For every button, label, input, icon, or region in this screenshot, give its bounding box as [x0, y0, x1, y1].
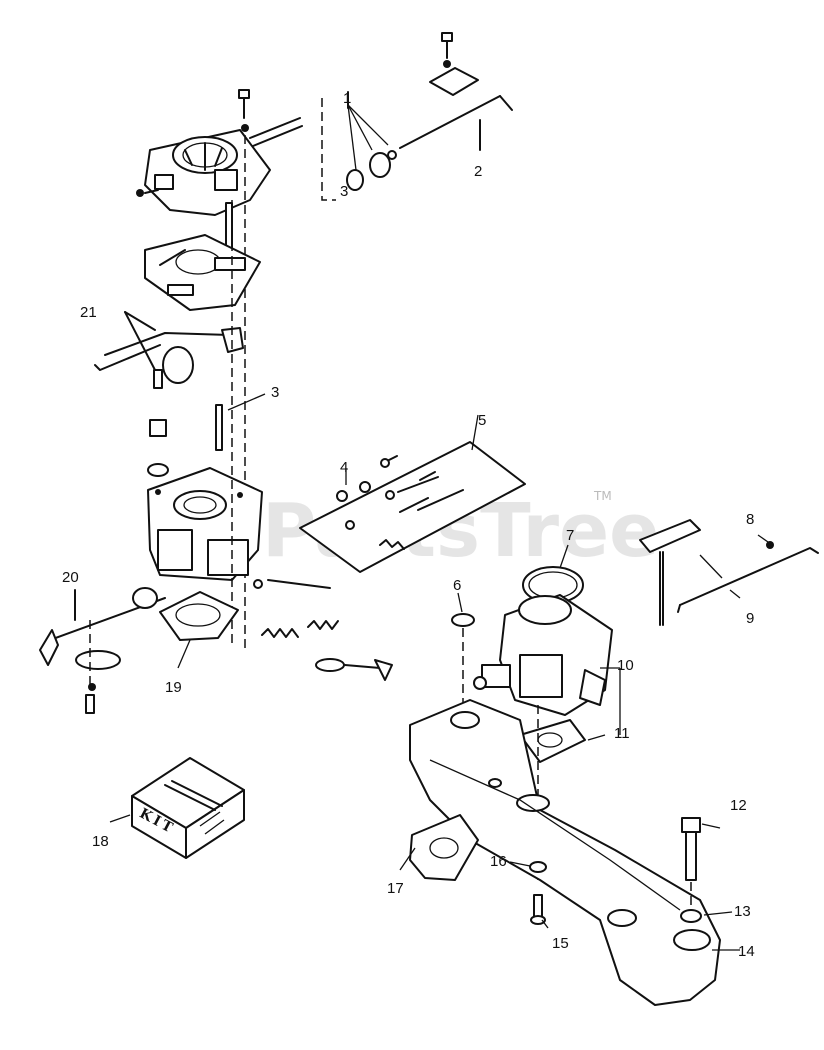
- callout-19: 19: [165, 679, 182, 696]
- manifold-screw: [530, 894, 546, 925]
- callout-16: 16: [490, 853, 507, 870]
- base-gasket: [159, 591, 239, 641]
- repair-kit-panel: [299, 441, 526, 573]
- screw: [238, 89, 250, 650]
- callout-21: 21: [80, 304, 97, 321]
- callout-20: 20: [62, 569, 79, 586]
- callout-9: 9: [746, 610, 754, 627]
- choke-linkage: [346, 32, 513, 191]
- kit-box: KIT: [131, 757, 245, 859]
- callout-13: 13: [734, 903, 751, 920]
- manifold-gasket: [409, 814, 479, 881]
- carburetor-assembly: [473, 566, 613, 716]
- trademark-mark: TM: [593, 489, 612, 503]
- washer: [451, 613, 475, 627]
- callout-15: 15: [552, 935, 569, 952]
- callout-12: 12: [730, 797, 747, 814]
- air-horn: [136, 129, 271, 216]
- callout-11: 11: [614, 725, 630, 742]
- callout-18: 18: [92, 833, 109, 850]
- callout-10: 10: [617, 657, 634, 674]
- throttle-lever: [639, 519, 819, 626]
- callout-4: 4: [340, 459, 348, 476]
- callout-17: 17: [387, 880, 404, 897]
- air-horn-gasket: [144, 234, 261, 311]
- callout-3: 3: [271, 384, 279, 401]
- carburetor-gasket: [519, 719, 586, 763]
- float-assembly: [94, 327, 244, 477]
- callout-1: 1: [343, 90, 351, 107]
- throttle-body: [147, 200, 263, 645]
- manifold-washer: [529, 861, 547, 873]
- callout-7: 7: [566, 527, 574, 544]
- callout-5: 5: [478, 412, 486, 429]
- callout-3-spring: 3: [340, 183, 348, 200]
- callout-2: 2: [474, 163, 482, 180]
- callout-14: 14: [738, 943, 755, 960]
- throttle-shaft: [39, 587, 166, 714]
- manifold-bolt: [680, 817, 702, 923]
- idle-screws: [253, 579, 393, 681]
- callout-8: 8: [746, 511, 754, 528]
- callout-6: 6: [453, 577, 461, 594]
